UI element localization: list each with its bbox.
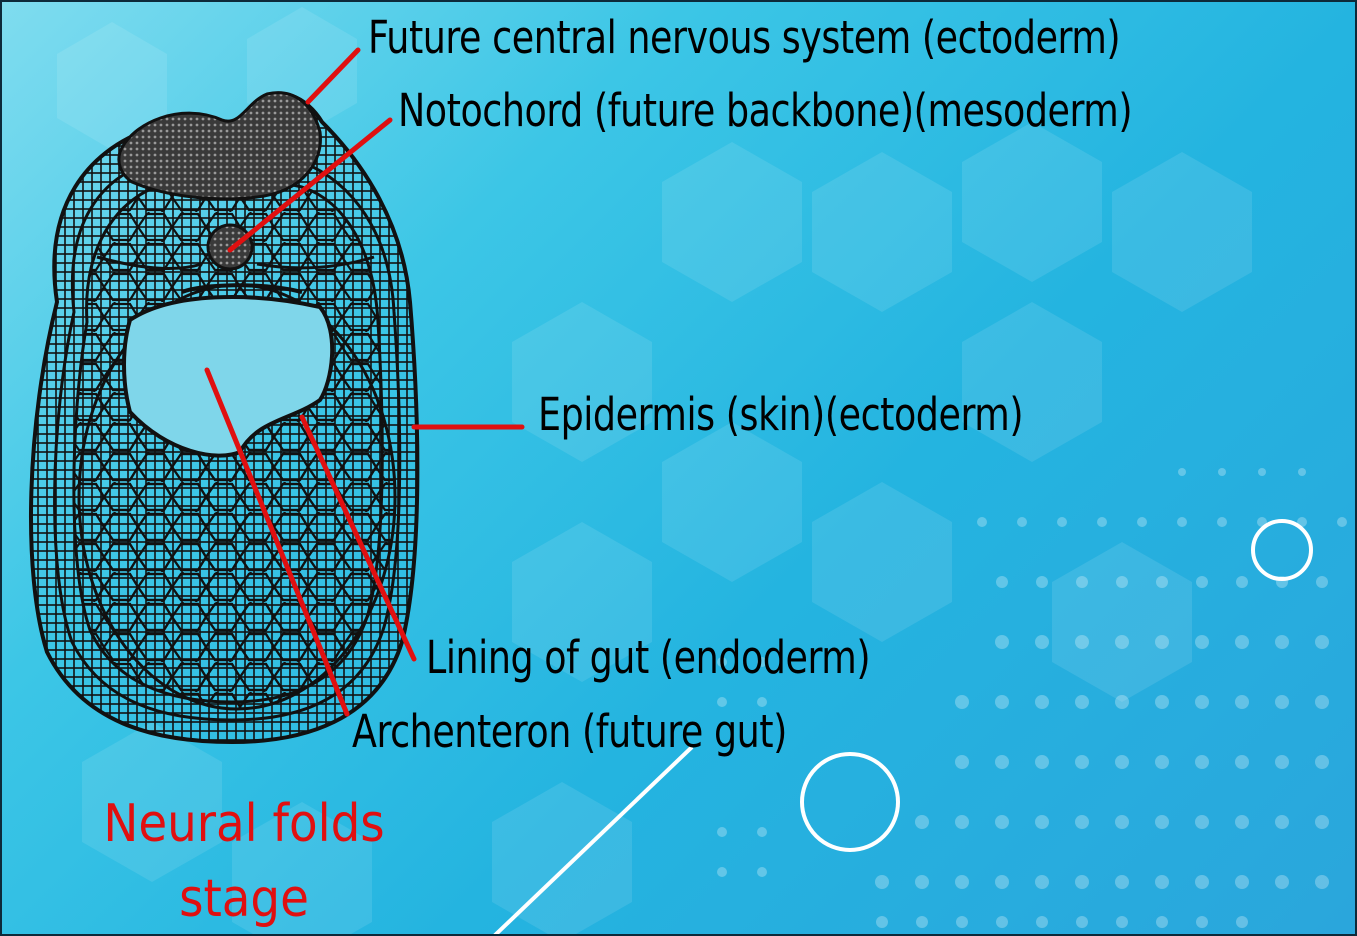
label-gut-lining: Lining of gut (endoderm) — [426, 635, 870, 680]
stage-caption-line2: stage — [94, 862, 394, 936]
label-epidermis: Epidermis (skin)(ectoderm) — [538, 392, 1023, 437]
leader-line-future-cns — [308, 50, 358, 102]
label-archenteron: Archenteron (future gut) — [352, 709, 787, 754]
stage-caption-line1: Neural folds — [94, 787, 394, 862]
leader-line-gut-lining — [302, 417, 414, 659]
label-notochord: Notochord (future backbone)(mesoderm) — [398, 88, 1132, 133]
stage-caption: Neural folds stage — [94, 787, 394, 936]
leader-line-notochord — [230, 120, 390, 250]
label-future-cns: Future central nervous system (ectoderm) — [368, 15, 1120, 60]
leader-line-archenteron — [207, 370, 347, 714]
